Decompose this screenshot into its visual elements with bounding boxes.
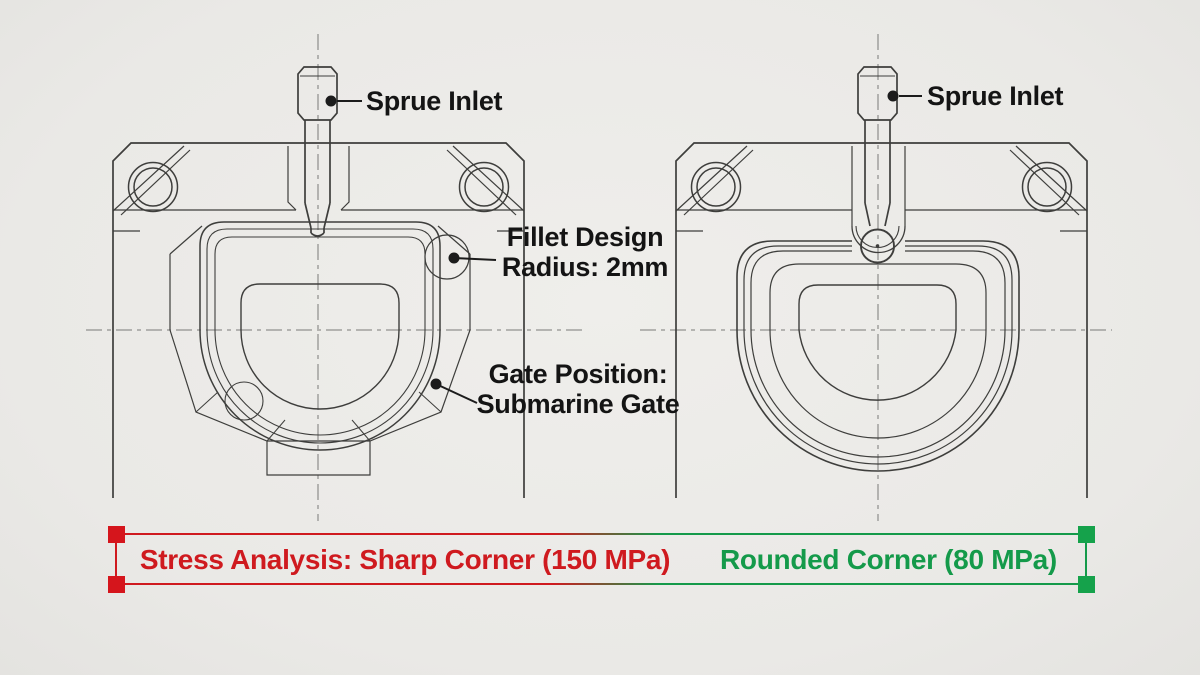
selection-handle-top-left (108, 526, 125, 543)
stress-rounded-corner-label: Rounded Corner (80 MPa) (720, 544, 1057, 575)
left-submarine-gate-tunnel (224, 381, 264, 421)
right-cavity-rings (736, 240, 1020, 472)
right-bolt-holes (690, 161, 1073, 213)
selection-handle-top-right (1078, 526, 1095, 543)
stress-bar-top-line (116, 533, 1086, 535)
left-bolt-holes (127, 161, 510, 213)
left-mold-drawing (86, 34, 582, 521)
fillet-detail-circle (424, 234, 470, 280)
gate-position-label-line2: Submarine Gate (476, 389, 680, 419)
left-pocket-facets (169, 225, 471, 476)
sprue-leader-dot (887, 90, 899, 102)
gate-position-label: Gate Position: Submarine Gate (468, 359, 688, 419)
right-rounded-ball-tip (851, 146, 906, 264)
left-centerlines (86, 34, 582, 521)
selection-handle-bottom-right (1078, 576, 1095, 593)
right-sprue-bushing (857, 66, 898, 227)
fillet-design-label-line1: Fillet Design (506, 222, 664, 252)
stress-bar-left-line (115, 534, 117, 584)
left-plate-outline (112, 142, 525, 498)
stress-sharp-corner-label: Stress Analysis: Sharp Corner (150 MPa) (139, 544, 671, 575)
stress-bar-right-line (1085, 534, 1087, 584)
right-plate-outline (675, 142, 1088, 498)
sprue-inlet-label-right: Sprue Inlet (927, 81, 1064, 111)
left-sprue-bushing (297, 66, 338, 237)
right-centerlines (640, 34, 1112, 521)
right-plate-chamfers (675, 145, 1088, 232)
fillet-design-label-line2: Radius: 2mm (501, 252, 669, 282)
right-mold-drawing (640, 34, 1112, 521)
left-sprue-pocket (287, 146, 350, 211)
stress-bar-bottom-line (116, 583, 1086, 585)
left-leader-lines (325, 95, 497, 404)
sprue-inlet-label-left: Sprue Inlet (366, 86, 503, 116)
selection-handle-bottom-left (108, 576, 125, 593)
right-leader-lines (887, 90, 922, 102)
fillet-design-label: Fillet Design Radius: 2mm (485, 222, 685, 282)
sprue-leader-dot (325, 95, 337, 107)
left-cavity-rings (199, 221, 441, 451)
gate-position-label-line1: Gate Position: (488, 359, 668, 389)
